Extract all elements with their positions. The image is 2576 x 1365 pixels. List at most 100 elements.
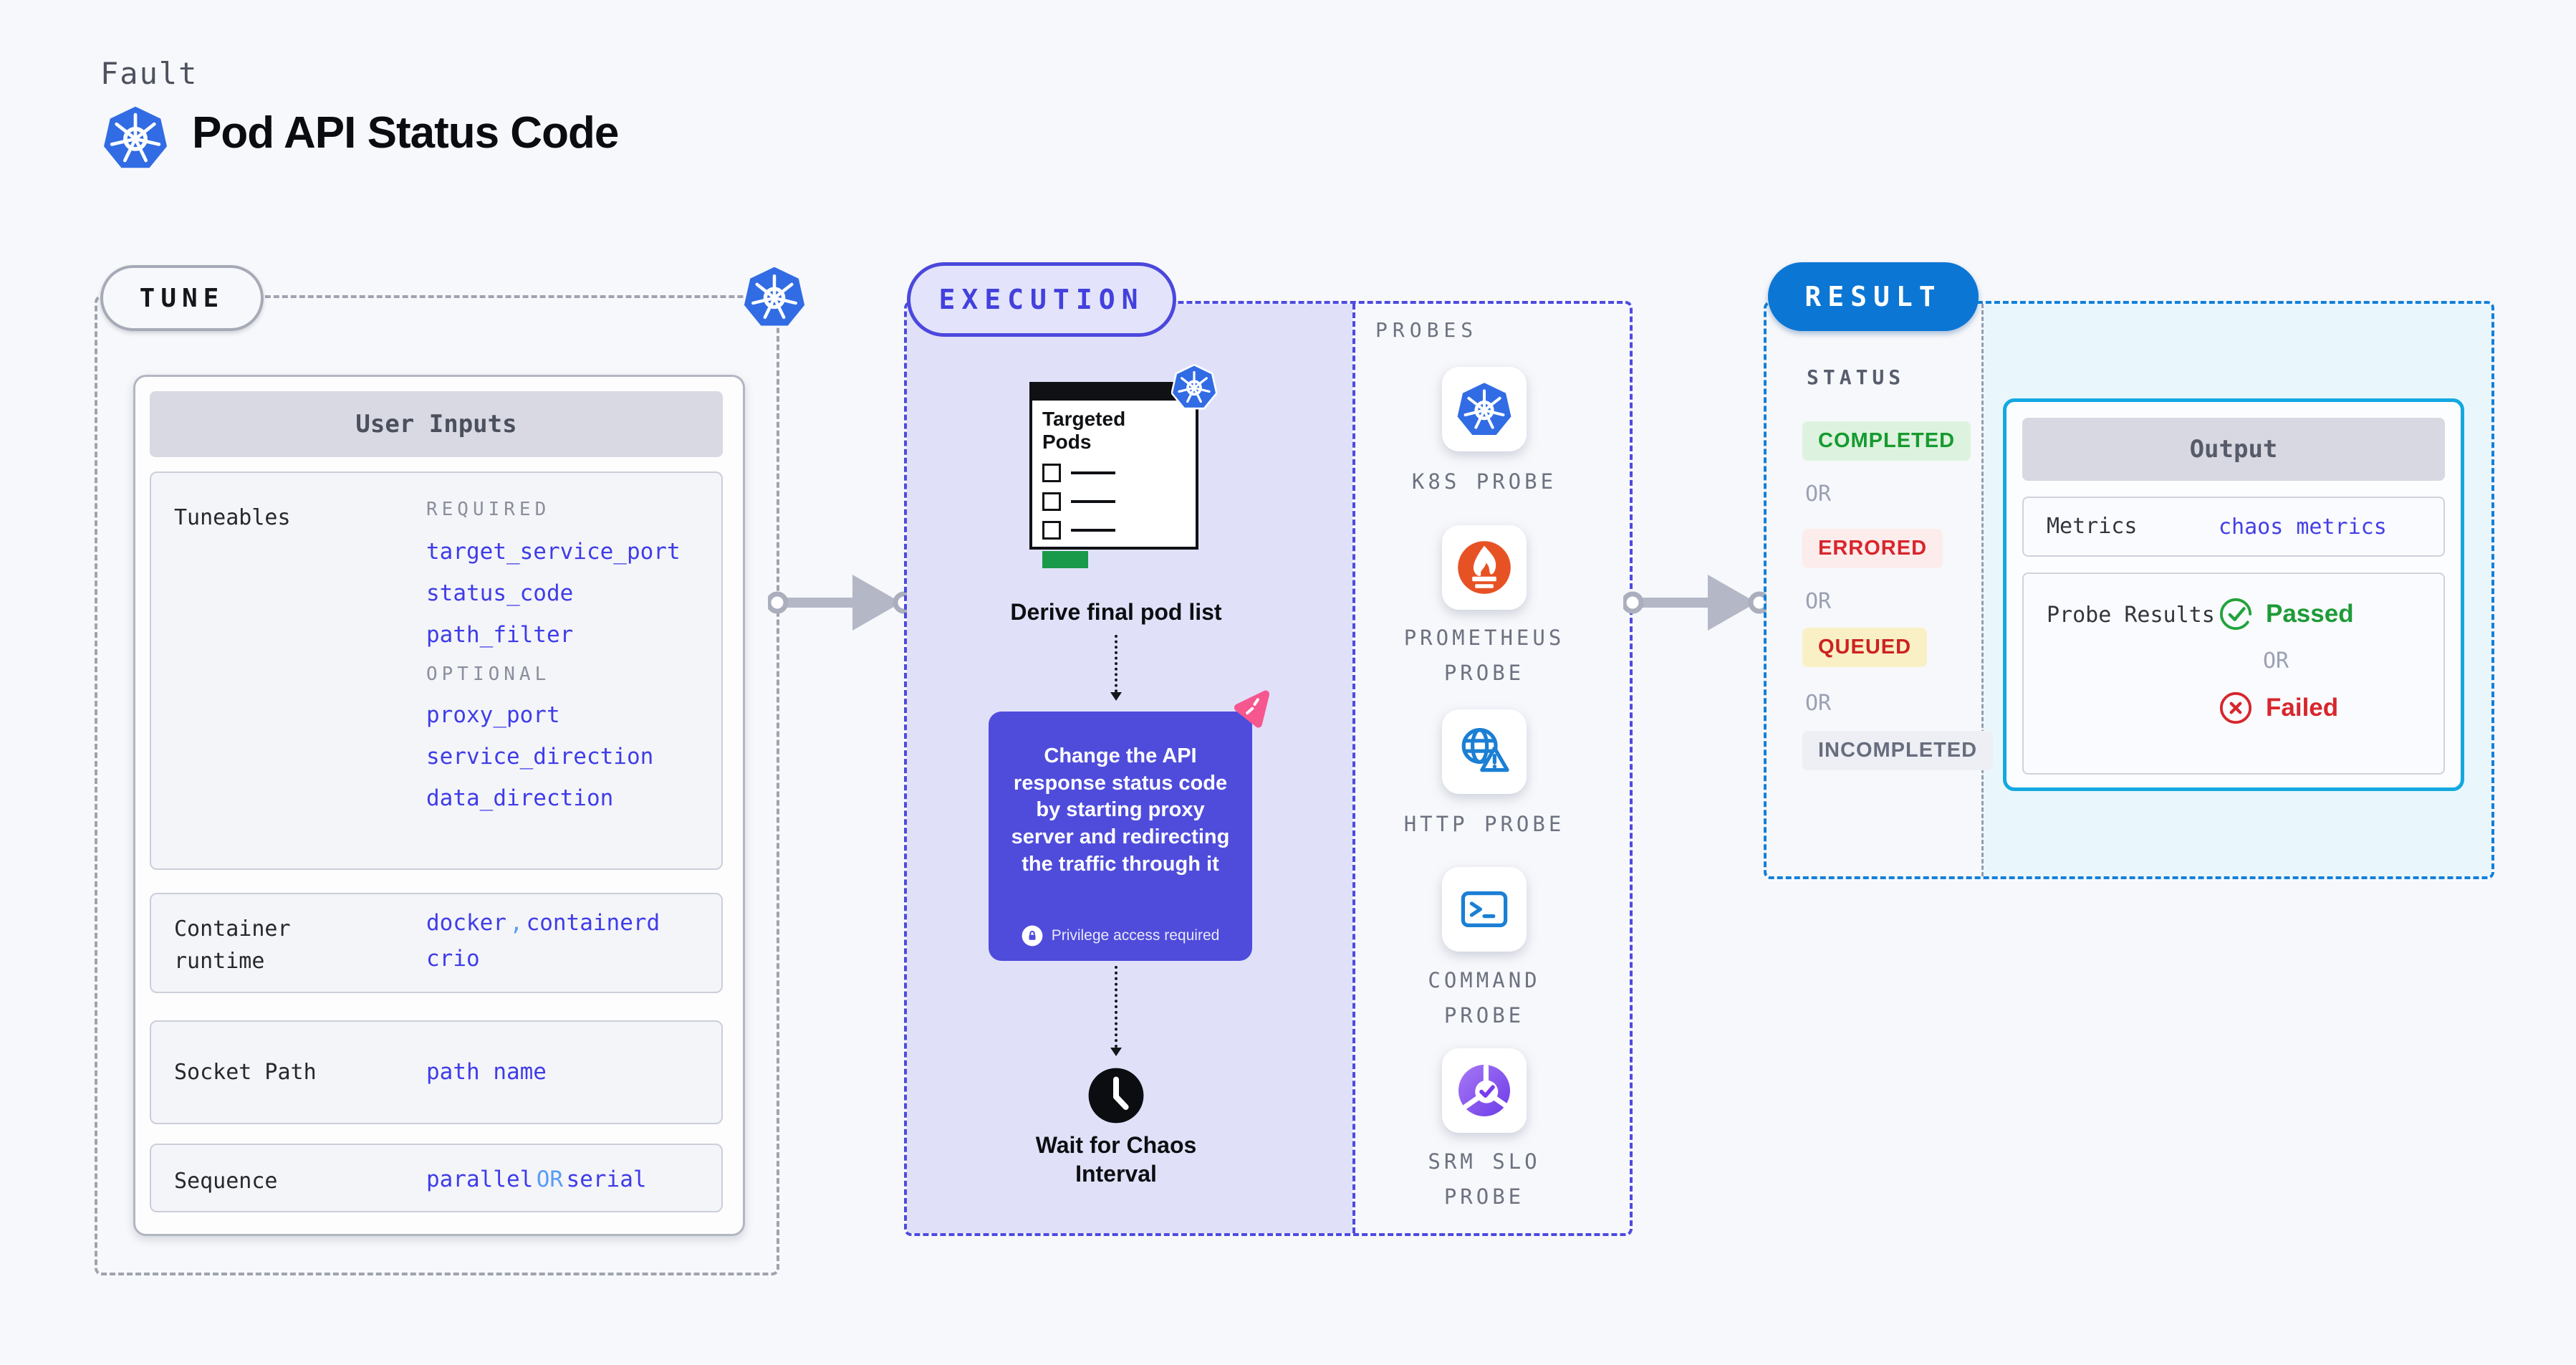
- probe-results-row: Probe Results Passed OR Failed: [2022, 573, 2445, 775]
- kubernetes-icon: [742, 264, 807, 328]
- x-circle-icon: [2219, 691, 2252, 724]
- socket-path-row: Socket Path path name: [150, 1020, 723, 1124]
- chaos-spark-icon: [1234, 690, 1270, 728]
- user-inputs-title: User Inputs: [150, 391, 723, 457]
- lock-icon: [1022, 925, 1043, 947]
- flow-arrow-right: [1623, 575, 1767, 631]
- prometheus-icon: [1458, 541, 1511, 594]
- metrics-label: Metrics: [2047, 514, 2138, 540]
- socket-path-label: Socket Path: [174, 1060, 317, 1085]
- tuneables-label: Tuneables: [174, 505, 291, 530]
- http-globe-warning-icon: [1461, 728, 1509, 772]
- user-inputs-card: User Inputs Tuneables REQUIRED target_se…: [133, 375, 745, 1236]
- probe-card-k8s: [1442, 367, 1527, 451]
- or-label: OR: [1805, 589, 1832, 614]
- targeted-pods-title: Targeted Pods: [1042, 408, 1126, 454]
- metrics-row: Metrics chaos metrics: [2022, 497, 2445, 557]
- runtime-value: crio: [426, 946, 480, 972]
- sequence-row: Sequence parallel OR serial: [150, 1144, 723, 1212]
- derive-pod-list-step: Derive final pod list: [1010, 599, 1222, 625]
- privilege-note-text: Privilege access required: [1051, 927, 1220, 944]
- kubernetes-icon: [104, 106, 167, 168]
- pod-list-item: [1042, 464, 1115, 482]
- sequence-value: serial: [566, 1167, 647, 1192]
- sequence-value: parallel: [426, 1167, 534, 1192]
- tuneable-optional: data_direction: [426, 785, 614, 811]
- fault-action-box: Change the API response status code by s…: [989, 690, 1270, 961]
- runtime-separator: ,: [509, 910, 524, 936]
- probe-label: SRM SLO PROBE: [1428, 1149, 1541, 1210]
- tune-section: [95, 295, 779, 1275]
- probe-label: COMMAND PROBE: [1428, 968, 1541, 1028]
- sequence-or: OR: [536, 1167, 564, 1192]
- privilege-note: Privilege access required: [989, 925, 1252, 947]
- window-titlebar: [1029, 382, 1198, 401]
- tuneable-required: target_service_port: [426, 539, 681, 565]
- container-runtime-label: Container runtime: [174, 916, 291, 974]
- passed-text: Passed: [2266, 600, 2354, 628]
- status-badge-incompleted: INCOMPLETED: [1802, 731, 1994, 770]
- status-badge-queued: QUEUED: [1802, 628, 1928, 667]
- tuneables-row: Tuneables REQUIRED target_service_port s…: [150, 471, 723, 870]
- output-card: Output Metrics chaos metrics Probe Resul…: [2003, 398, 2464, 791]
- sequence-label: Sequence: [174, 1169, 278, 1194]
- probe-card-command: [1442, 867, 1527, 952]
- container-runtime-row: Container runtime docker , containerd cr…: [150, 893, 723, 993]
- pod-list-item: [1042, 521, 1115, 540]
- probe-results-label: Probe Results: [2047, 603, 2215, 628]
- list-line: [1071, 529, 1115, 532]
- failed-text: Failed: [2266, 694, 2339, 722]
- flow-arrow-down: [1110, 635, 1122, 701]
- required-label: REQUIRED: [426, 499, 551, 520]
- probe-label: K8S PROBE: [1411, 469, 1557, 494]
- execution-pill: EXECUTION: [907, 262, 1176, 337]
- probe-card-prometheus: [1442, 525, 1527, 610]
- probe-card-http: [1442, 709, 1527, 794]
- checkbox-icon: [1042, 521, 1061, 540]
- flow-arrow-down: [1110, 966, 1122, 1056]
- result-pill: RESULT: [1768, 262, 1979, 331]
- wait-chaos-interval-step: Wait for Chaos Interval: [1035, 1132, 1197, 1187]
- probes-title: PROBES: [1375, 318, 1479, 342]
- probe-label: HTTP PROBE: [1403, 812, 1565, 836]
- result-divider: [1981, 304, 1984, 876]
- fault-kicker: Fault: [100, 56, 198, 91]
- probes-divider: [1352, 304, 1355, 1233]
- kubernetes-icon: [1171, 364, 1217, 410]
- runtime-value: docker: [426, 910, 506, 936]
- clock-icon: [1088, 1068, 1144, 1124]
- or-label: OR: [2263, 648, 2289, 674]
- kubernetes-icon: [1457, 383, 1512, 435]
- fault-action-text: Change the API response status code by s…: [1011, 744, 1230, 876]
- output-title: Output: [2022, 418, 2445, 481]
- list-line: [1071, 500, 1115, 503]
- optional-label: OPTIONAL: [426, 664, 551, 685]
- pod-list-item: [1042, 492, 1115, 511]
- list-line: [1071, 471, 1115, 474]
- action-bar: [1042, 551, 1088, 568]
- flow-arrow-right: [768, 575, 911, 631]
- probe-label: PROMETHEUS PROBE: [1403, 626, 1565, 686]
- page-title: Pod API Status Code: [192, 108, 619, 158]
- probe-result-failed: Failed: [2219, 691, 2354, 725]
- metrics-value: chaos metrics: [2219, 514, 2387, 540]
- tuneable-optional: service_direction: [426, 744, 654, 770]
- tuneable-optional: proxy_port: [426, 702, 560, 728]
- status-badge-errored: ERRORED: [1802, 529, 1943, 568]
- or-label: OR: [1805, 691, 1832, 716]
- checkbox-icon: [1042, 464, 1061, 482]
- status-title: STATUS: [1807, 365, 1905, 389]
- tune-pill: TUNE: [100, 265, 264, 331]
- runtime-value: containerd: [526, 910, 660, 936]
- probe-card-srm-slo: [1442, 1048, 1527, 1133]
- probe-result-passed: Passed: [2219, 597, 2354, 631]
- or-label: OR: [1805, 482, 1832, 507]
- slo-pie-check-icon: [1458, 1063, 1510, 1116]
- terminal-icon: [1461, 891, 1508, 927]
- status-badge-completed: COMPLETED: [1802, 421, 1971, 461]
- check-circle-icon: [2219, 598, 2252, 631]
- checkbox-icon: [1042, 492, 1061, 511]
- tuneable-required: status_code: [426, 580, 574, 606]
- tuneable-required: path_filter: [426, 622, 574, 648]
